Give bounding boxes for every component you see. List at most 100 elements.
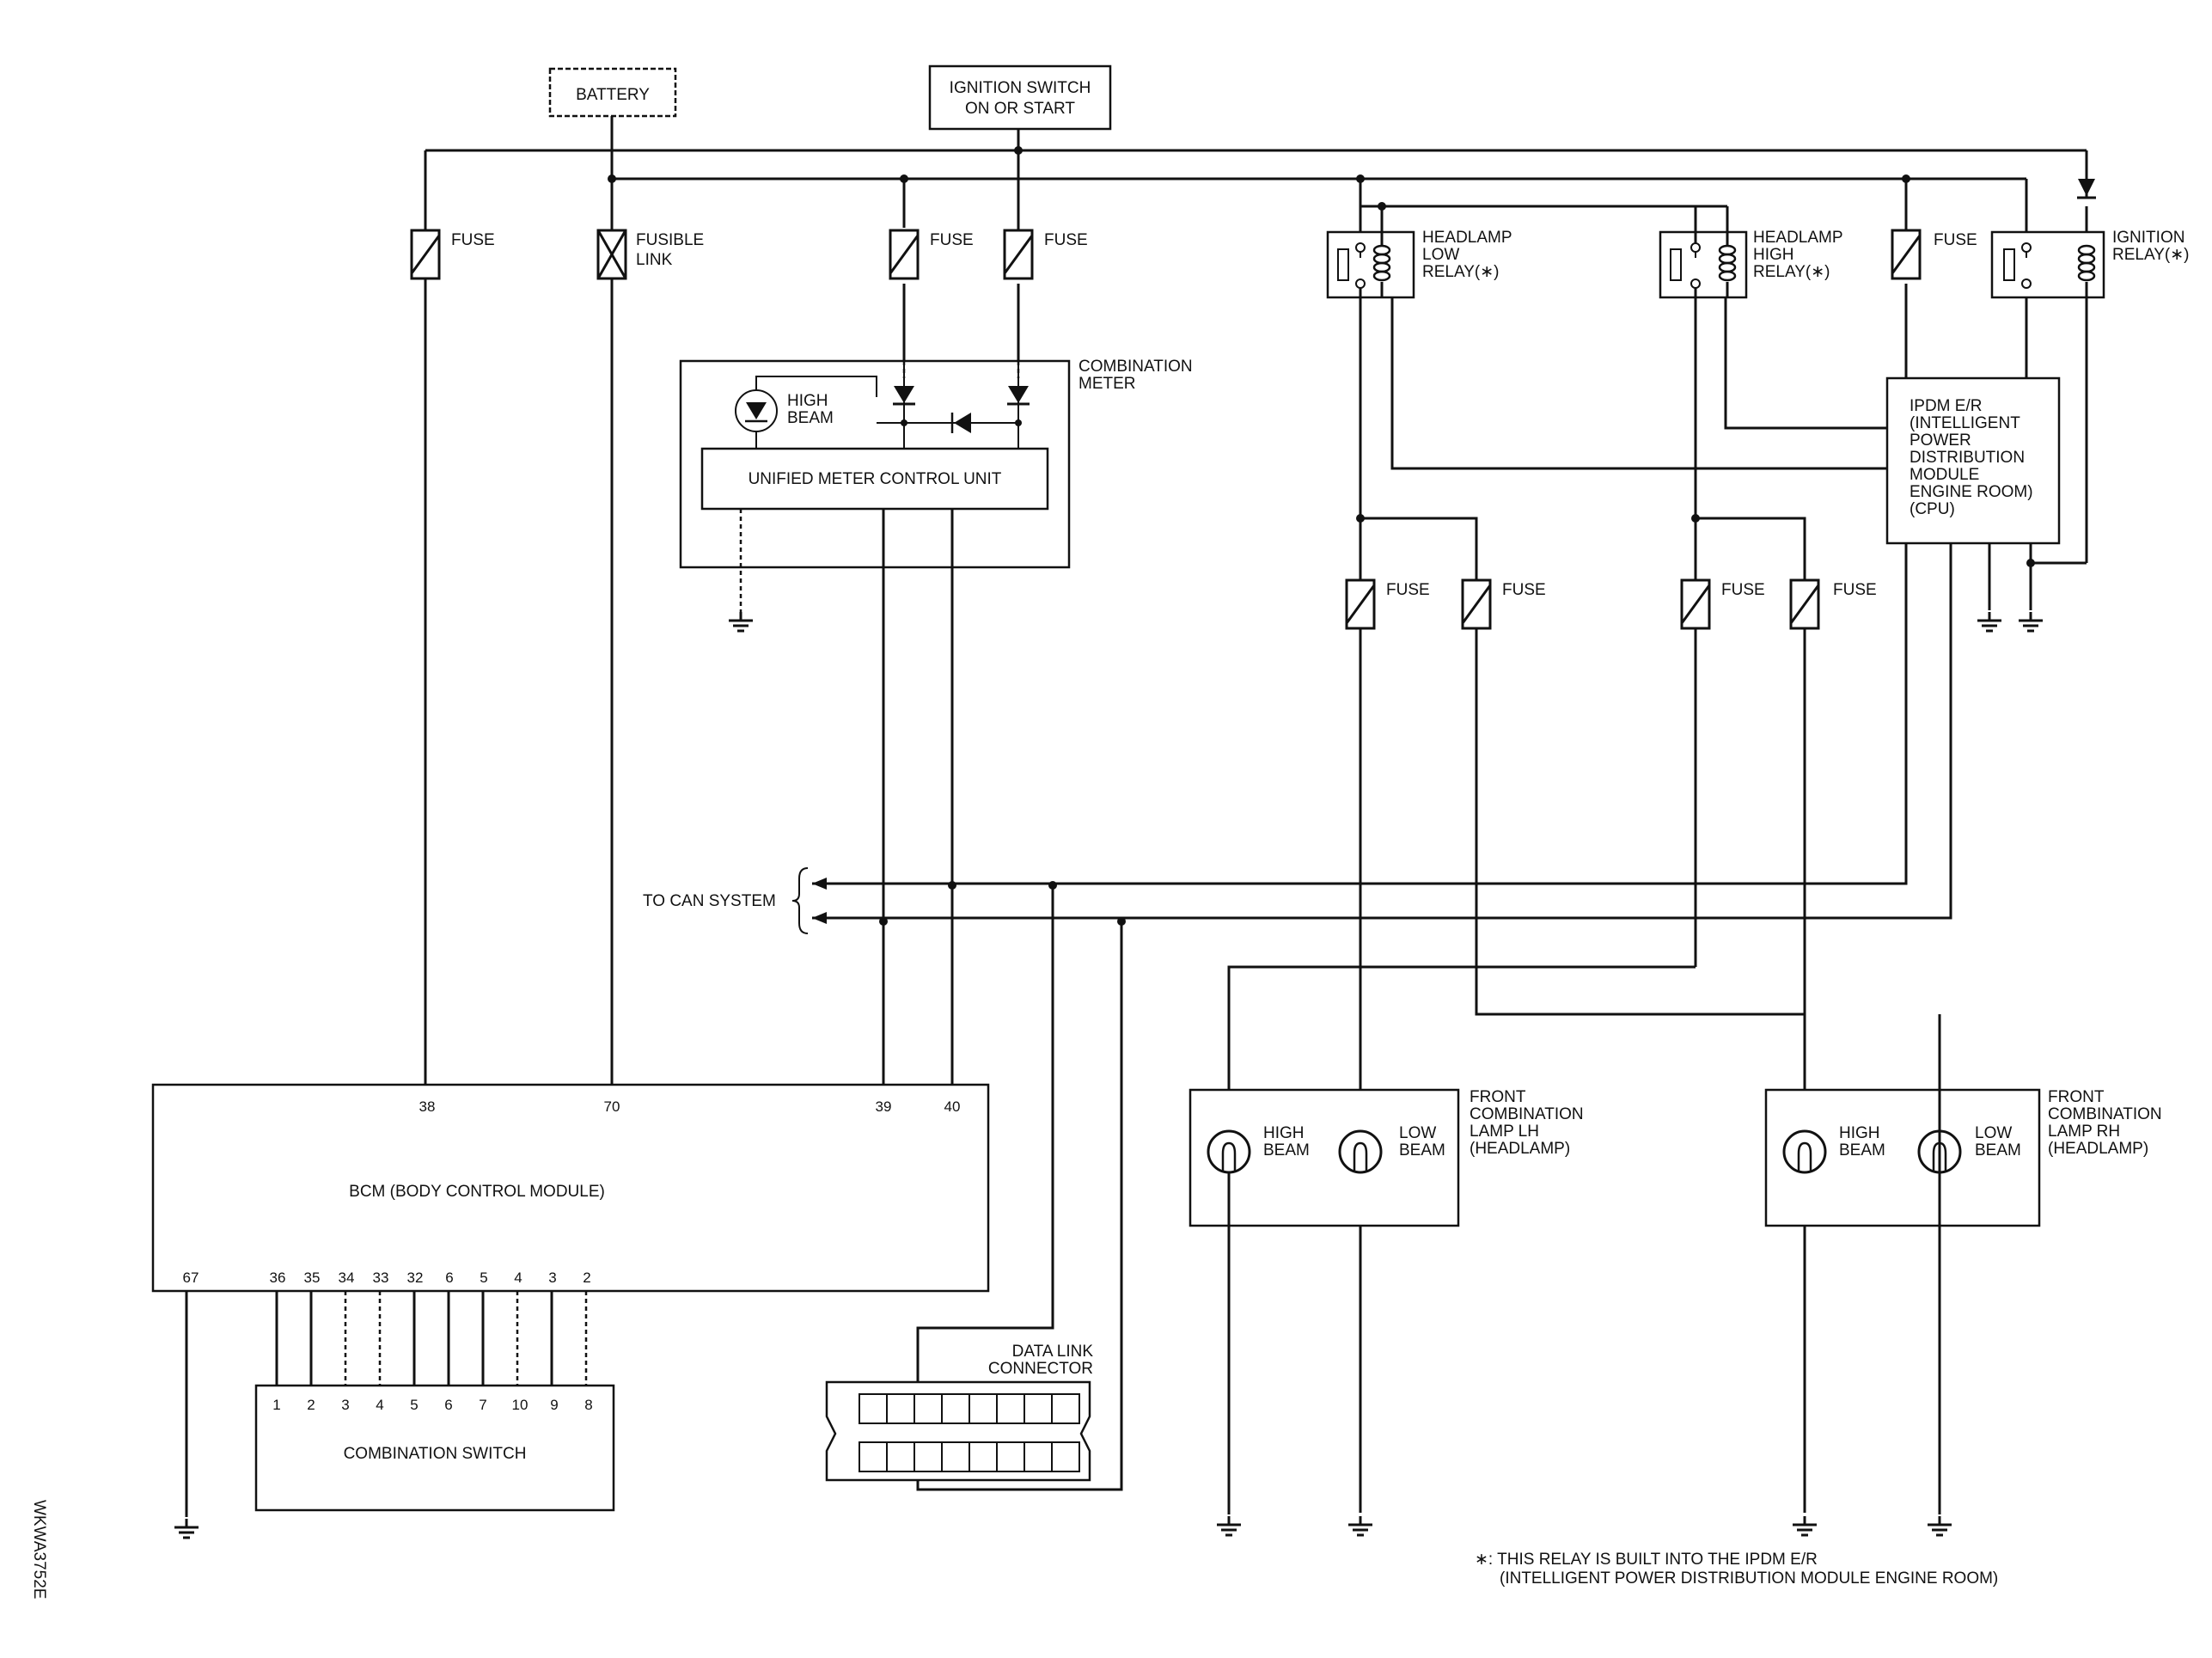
front-combination-lamp-rh: HIGH BEAM LOW BEAM FRONT COMBINATION LAM… xyxy=(1764,1014,2162,1537)
fuse-label: FUSE xyxy=(1386,581,1430,599)
bcm-pin: 39 xyxy=(876,1098,892,1115)
ipdm-label-2: (INTELLIGENT xyxy=(1910,414,2020,432)
high-beam-indicator-label: HIGH xyxy=(787,392,828,410)
combination-switch: COMBINATION SWITCH 1 2 3 4 5 6 7 10 9 8 xyxy=(254,1384,615,1512)
bcm-pin: 3 xyxy=(548,1270,556,1286)
bcm-pin: 40 xyxy=(944,1098,961,1115)
battery-source: BATTERY xyxy=(548,67,677,118)
headlamp-high-relay-label-3: RELAY(∗) xyxy=(1753,263,1830,281)
switch-pin: 10 xyxy=(512,1397,529,1413)
bcm-pin: 6 xyxy=(445,1270,453,1286)
battery-label: BATTERY xyxy=(576,86,650,104)
combination-meter: COMBINATION METER UNIFIED METER CONTROL … xyxy=(679,284,1193,1085)
switch-pin: 3 xyxy=(341,1397,349,1413)
bcm-pin: 38 xyxy=(419,1098,436,1115)
ignition-relay: IGNITION RELAY(∗) xyxy=(1990,179,2189,565)
combination-switch-label: COMBINATION SWITCH xyxy=(344,1445,527,1463)
fuse-label: FUSE xyxy=(1833,581,1877,599)
fuse-ipdm: FUSE xyxy=(1891,229,1977,280)
fuse-bcm-38: FUSE xyxy=(410,229,495,280)
high-beam-feed: FUSE FUSE xyxy=(1227,288,1877,1513)
low-beam-feed: FUSE FUSE xyxy=(1345,288,1806,1513)
ipdm-er-module: IPDM E/R (INTELLIGENT POWER DISTRIBUTION… xyxy=(1885,376,2061,545)
footnote: ∗: THIS RELAY IS BUILT INTO THE IPDM E/R… xyxy=(1475,1551,1998,1588)
switch-pin: 5 xyxy=(410,1397,418,1413)
headlamp-low-relay-label: HEADLAMP xyxy=(1422,229,1512,247)
bcm-pin: 34 xyxy=(339,1270,355,1286)
rh-high-beam-label-2: BEAM xyxy=(1839,1141,1885,1159)
bcm-pin: 2 xyxy=(583,1270,590,1286)
bcm-pin: 35 xyxy=(304,1270,321,1286)
to-can-system-label: TO CAN SYSTEM xyxy=(643,892,776,910)
fuse-label: FUSE xyxy=(451,231,495,249)
high-beam-indicator-label-2: BEAM xyxy=(787,409,834,427)
fuse-label: FUSE xyxy=(1721,581,1765,599)
high-beam-bulb-icon xyxy=(1207,1129,1251,1174)
fuse-label: FUSE xyxy=(1502,581,1546,599)
lh-high-beam-label: HIGH xyxy=(1263,1124,1305,1142)
low-beam-bulb-icon xyxy=(1338,1129,1383,1174)
diagram-code: WKWA3752E xyxy=(30,1500,48,1599)
fcl-rh-label-4: (HEADLAMP) xyxy=(2048,1140,2148,1158)
rh-high-beam-label: HIGH xyxy=(1839,1124,1880,1142)
battery-bus xyxy=(424,116,2088,1085)
dlc-pins-bottom xyxy=(859,1441,1080,1472)
bcm-pin: 5 xyxy=(480,1270,487,1286)
ipdm-label-7: (CPU) xyxy=(1910,500,1955,518)
switch-pin: 9 xyxy=(550,1397,558,1413)
fusible-link-label-2: LINK xyxy=(636,251,673,269)
headlamp-high-relay: HEADLAMP HIGH RELAY(∗) xyxy=(1659,206,1843,299)
headlamp-low-relay-label-3: RELAY(∗) xyxy=(1422,263,1499,281)
headlamp-high-relay-label: HEADLAMP xyxy=(1753,229,1843,247)
ignition-switch-label: IGNITION SWITCH xyxy=(950,79,1091,97)
fusible-link: FUSIBLE LINK xyxy=(596,229,704,280)
bcm-pin: 4 xyxy=(514,1270,522,1286)
switch-pin: 6 xyxy=(444,1397,452,1413)
ipdm-label-3: POWER xyxy=(1910,431,1971,450)
fuse-meter-ignition: FUSE xyxy=(1003,229,1088,280)
fuse-label: FUSE xyxy=(1044,231,1088,249)
bcm-pin: 32 xyxy=(407,1270,424,1286)
ignition-relay-label: IGNITION xyxy=(2112,229,2185,247)
headlamp-low-relay: HEADLAMP LOW RELAY(∗) xyxy=(1326,222,1512,299)
combination-meter-label: COMBINATION xyxy=(1079,358,1193,376)
fcl-lh-label-2: COMBINATION xyxy=(1470,1105,1584,1123)
lh-high-beam-label-2: BEAM xyxy=(1263,1141,1310,1159)
bcm-pin: 33 xyxy=(373,1270,389,1286)
high-beam-bulb-icon xyxy=(1782,1129,1827,1174)
data-link-connector: DATA LINK CONNECTOR xyxy=(825,885,1123,1491)
switch-pin: 7 xyxy=(479,1397,486,1413)
ignition-relay-label-2: RELAY(∗) xyxy=(2112,246,2189,264)
ipdm-label-4: DISTRIBUTION xyxy=(1910,449,2025,467)
switch-pin: 1 xyxy=(272,1397,280,1413)
rh-low-beam-label-2: BEAM xyxy=(1975,1141,2021,1159)
dlc-label: DATA LINK xyxy=(1012,1343,1094,1361)
ipdm-label-6: ENGINE ROOM) xyxy=(1910,483,2033,501)
footnote-line-2: (INTELLIGENT POWER DISTRIBUTION MODULE E… xyxy=(1500,1569,1998,1588)
footnote-line-1: ∗: THIS RELAY IS BUILT INTO THE IPDM E/R xyxy=(1475,1551,1818,1569)
bcm-module: BCM (BODY CONTROL MODULE) 38 70 39 40 67… xyxy=(151,1083,990,1293)
ipdm-label: IPDM E/R xyxy=(1910,397,1982,415)
fusible-link-label: FUSIBLE xyxy=(636,231,704,249)
fcl-lh-label: FRONT xyxy=(1470,1088,1526,1106)
rh-low-beam-label: LOW xyxy=(1975,1124,2012,1142)
bcm-pin: 70 xyxy=(604,1098,620,1115)
ignition-switch: IGNITION SWITCH ON OR START xyxy=(928,64,1112,131)
dlc-label-2: CONNECTOR xyxy=(988,1360,1093,1378)
fuse-label: FUSE xyxy=(1934,231,1977,249)
fuse-label: FUSE xyxy=(930,231,974,249)
bcm-pin: 36 xyxy=(270,1270,286,1286)
headlamp-low-relay-label-2: LOW xyxy=(1422,246,1459,264)
ignition-switch-label-2: ON OR START xyxy=(965,100,1075,118)
dlc-pins-top xyxy=(859,1393,1080,1424)
switch-wires xyxy=(275,1291,588,1386)
bcm-label: BCM (BODY CONTROL MODULE) xyxy=(349,1183,605,1201)
bcm-ground xyxy=(173,1291,200,1539)
ipdm-control-wires xyxy=(812,297,2044,920)
switch-pin: 4 xyxy=(376,1397,383,1413)
fcl-rh-label-2: COMBINATION xyxy=(2048,1105,2162,1123)
fcl-rh-label-3: LAMP RH xyxy=(2048,1123,2120,1141)
ignition-bus xyxy=(902,129,1020,378)
switch-pin: 8 xyxy=(584,1397,592,1413)
bcm-pin: 67 xyxy=(183,1270,199,1286)
